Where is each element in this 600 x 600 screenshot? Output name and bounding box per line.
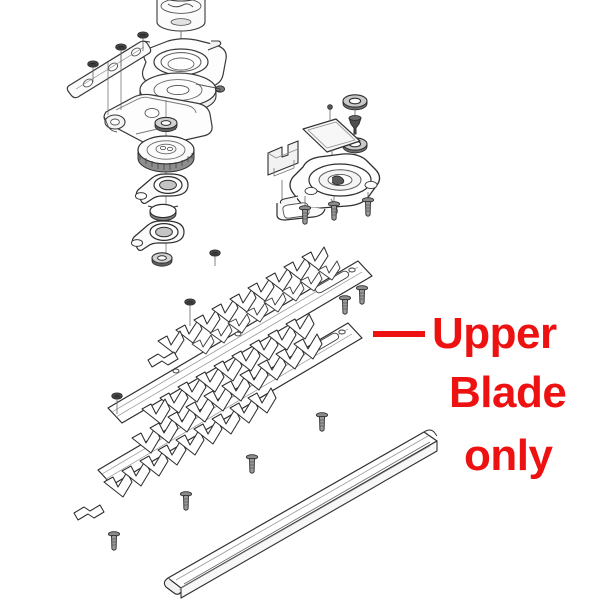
snap-ring <box>147 203 179 222</box>
thrust-bearing-upper <box>154 116 178 132</box>
blade-screw <box>111 392 123 414</box>
gear-case-cover-cup <box>156 0 206 32</box>
lower-blade-teeth <box>141 313 315 425</box>
blade-screw <box>209 249 221 266</box>
housing-screw-right <box>361 192 375 217</box>
lower-blade-teeth-row2 <box>131 333 323 454</box>
upper-blade-inner-teeth <box>191 260 341 355</box>
blade-screw <box>184 298 196 326</box>
eccentric-pin-spool <box>348 115 362 135</box>
bearing-upper <box>342 94 368 111</box>
eccentric-housing-assembly <box>267 94 381 225</box>
connecting-rod-upper <box>134 173 189 205</box>
drive-gear <box>137 135 195 173</box>
thrust-bearing-lower <box>151 252 173 267</box>
eccentric-housing <box>276 153 381 221</box>
housing-screw-left <box>298 196 312 225</box>
lower-blade <box>73 313 363 521</box>
side-screw <box>195 83 226 93</box>
blade-mounting-screws <box>107 249 369 551</box>
connecting-rod-lower <box>130 220 185 252</box>
gearbox-assembly <box>66 0 227 267</box>
housing-screw-mid <box>327 196 341 221</box>
lower-blade-teeth-row3 <box>103 387 277 498</box>
cover-plate <box>302 118 361 153</box>
blade-guide-rail <box>163 429 438 599</box>
upper-blade <box>107 246 373 424</box>
cable-clamp-bracket <box>267 140 299 177</box>
housing-screws <box>298 192 375 225</box>
mounting-strap-plate <box>66 40 152 99</box>
